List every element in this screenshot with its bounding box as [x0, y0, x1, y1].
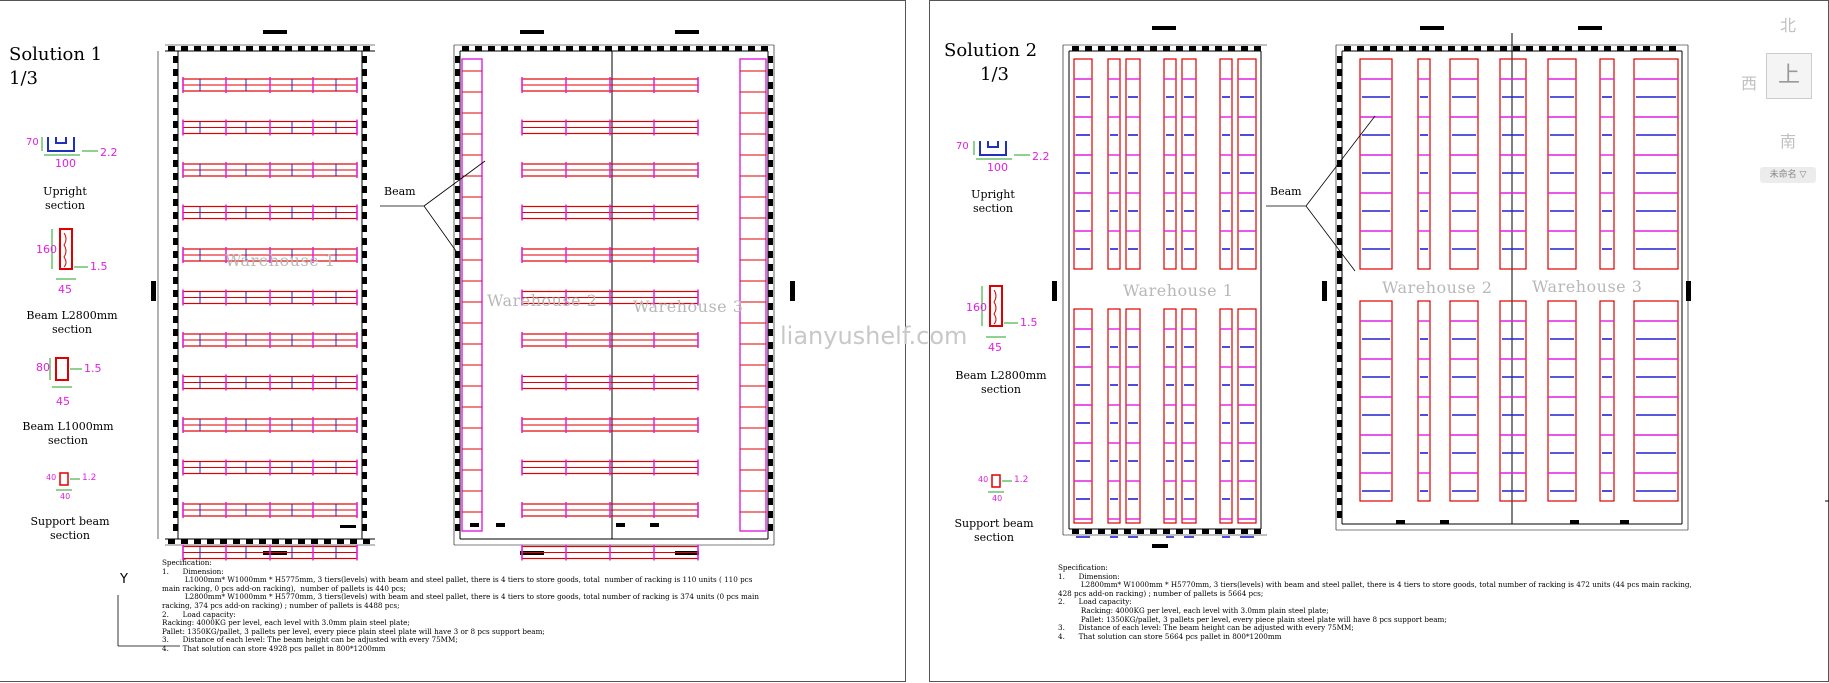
rack-column — [1417, 300, 1431, 502]
upright-dim-70: 70 — [26, 137, 39, 148]
beam-2800-section-label: Beam L2800mm section — [26, 309, 118, 336]
beam-1000-dim-15: 1.5 — [84, 362, 102, 375]
s2-beam-section-label: Beam L2800mm section — [955, 369, 1047, 396]
support-beam-section-icon — [56, 472, 80, 491]
beam-2800-section-icon-2 — [981, 285, 1018, 338]
rack-column — [1547, 300, 1577, 502]
beam-2800-dim-45: 45 — [58, 283, 72, 296]
warehouse-3-label: Warehouse 3 — [633, 297, 744, 316]
rack-column — [1073, 308, 1093, 524]
solution-2-panel: Solution 2 1/3 — [929, 0, 1829, 682]
warehouse-23-plan — [453, 30, 795, 561]
s2-beam-dim-15: 1.5 — [1020, 316, 1038, 329]
rack-column — [1237, 58, 1257, 270]
s2-warehouse-1-label: Warehouse 1 — [1123, 281, 1234, 300]
beam-1000-dim-80: 80 — [36, 361, 50, 374]
s2-upright-dim-70: 70 — [956, 141, 969, 152]
rack-column — [1359, 58, 1393, 270]
solution-2-drawing — [973, 26, 1829, 548]
beam-2800-dim-160: 160 — [36, 243, 57, 256]
upright-section-icon — [41, 137, 98, 156]
compass-north[interactable]: 北 — [1780, 16, 1797, 35]
compass-top-view-button[interactable]: 上 — [1766, 53, 1812, 99]
upright-section-icon-2 — [973, 141, 1030, 160]
rack-column — [1547, 58, 1577, 270]
solution-1-specification: Specification: 1. Dimension: L1000mm* W1… — [162, 558, 759, 653]
rack-column — [1359, 300, 1393, 502]
beam-2800-section-icon — [51, 228, 88, 280]
s2-warehouse-3-label: Warehouse 3 — [1532, 277, 1643, 296]
s2-support-dim-t: 1.2 — [1014, 475, 1029, 485]
compass-south[interactable]: 南 — [1780, 132, 1797, 151]
rack-column — [1449, 300, 1479, 502]
s2-warehouse-2-label: Warehouse 2 — [1382, 278, 1493, 297]
side-rack — [461, 58, 483, 532]
side-rack — [739, 58, 767, 532]
upright-section-label: Upright section — [43, 185, 87, 212]
warehouse-1-label: Warehouse 1 — [225, 251, 336, 270]
solution-1-title: Solution 1 — [9, 44, 103, 65]
rack-column — [1181, 58, 1197, 270]
solution-2-page: 1/3 — [980, 64, 1009, 85]
solution-1-drawing — [41, 30, 795, 647]
solution-2-title: Solution 2 — [944, 40, 1038, 61]
beam-1000-dim-45: 45 — [56, 395, 70, 408]
s2-beam-callout-label: Beam — [1270, 185, 1302, 198]
s2-upright-dim-100: 100 — [987, 161, 1008, 174]
warehouse-1-plan — [151, 30, 375, 561]
rack-column — [1125, 58, 1141, 270]
s2-upright-section-label: Upright section — [971, 188, 1015, 215]
support-dim-w: 40 — [60, 492, 71, 501]
solution-2-specification: Specification: 1. Dimension: L2800mm* W1… — [1058, 563, 1692, 641]
ucs-dropdown[interactable]: 未命名 ▽ — [1760, 167, 1816, 183]
s2-upright-dim-22: 2.2 — [1032, 150, 1050, 163]
s2-beam-dim-45: 45 — [988, 341, 1002, 354]
rack-column — [1219, 308, 1233, 524]
y-axis-label: Y — [120, 572, 128, 587]
rack-column — [1417, 58, 1431, 270]
s2-support-beam-section-label: Support beam section — [954, 517, 1034, 544]
support-dim-t: 1.2 — [82, 473, 97, 483]
rack-column — [1163, 58, 1177, 270]
rack-column — [1219, 58, 1233, 270]
support-dim-h: 40 — [46, 473, 57, 482]
rack-column — [1073, 58, 1093, 270]
support-beam-section-label: Support beam section — [30, 515, 110, 542]
s2-support-dim-h: 40 — [978, 475, 989, 484]
solution-1-page: 1/3 — [9, 68, 38, 89]
rack-column — [1599, 300, 1615, 502]
y-axis-marker — [117, 595, 180, 647]
watermark-text: lianyushelf.com — [780, 322, 968, 350]
rack-column — [1633, 58, 1679, 270]
rack-column — [1499, 58, 1527, 270]
beam-1000-section-icon — [49, 357, 82, 388]
s2-beam-dim-160: 160 — [966, 301, 987, 314]
rack-column — [1599, 58, 1615, 270]
s2-support-dim-w: 40 — [992, 494, 1003, 503]
rack-column — [1125, 308, 1141, 524]
solution-1-panel: Solution 1 1/3 — [0, 0, 906, 682]
support-beam-section-icon-2 — [988, 474, 1012, 493]
upright-dim-22: 2.2 — [100, 146, 118, 159]
view-compass[interactable]: 北 西 南 上 未命名 ▽ — [1738, 12, 1829, 192]
s2-beam-callout-lines — [1266, 115, 1376, 272]
rack-column — [1237, 308, 1257, 524]
beam-1000-section-label: Beam L1000mm section — [22, 420, 114, 447]
warehouse-2-label: Warehouse 2 — [487, 291, 598, 310]
rack-column — [1107, 58, 1121, 270]
beam-2800-dim-15: 1.5 — [90, 260, 108, 273]
rack-column — [1499, 300, 1527, 502]
s2-warehouse-1-plan — [1052, 26, 1267, 548]
compass-west[interactable]: 西 — [1741, 74, 1758, 93]
rack-column — [1107, 308, 1121, 524]
beam-callout-lines — [380, 160, 486, 252]
upright-dim-100: 100 — [55, 157, 76, 170]
beam-callout-label: Beam — [384, 185, 416, 198]
rack-column — [1181, 308, 1197, 524]
s2-warehouse-23-plan — [1322, 26, 1691, 531]
rack-column — [1449, 58, 1479, 270]
rack-column — [1163, 308, 1177, 524]
rack-column — [1633, 300, 1679, 502]
